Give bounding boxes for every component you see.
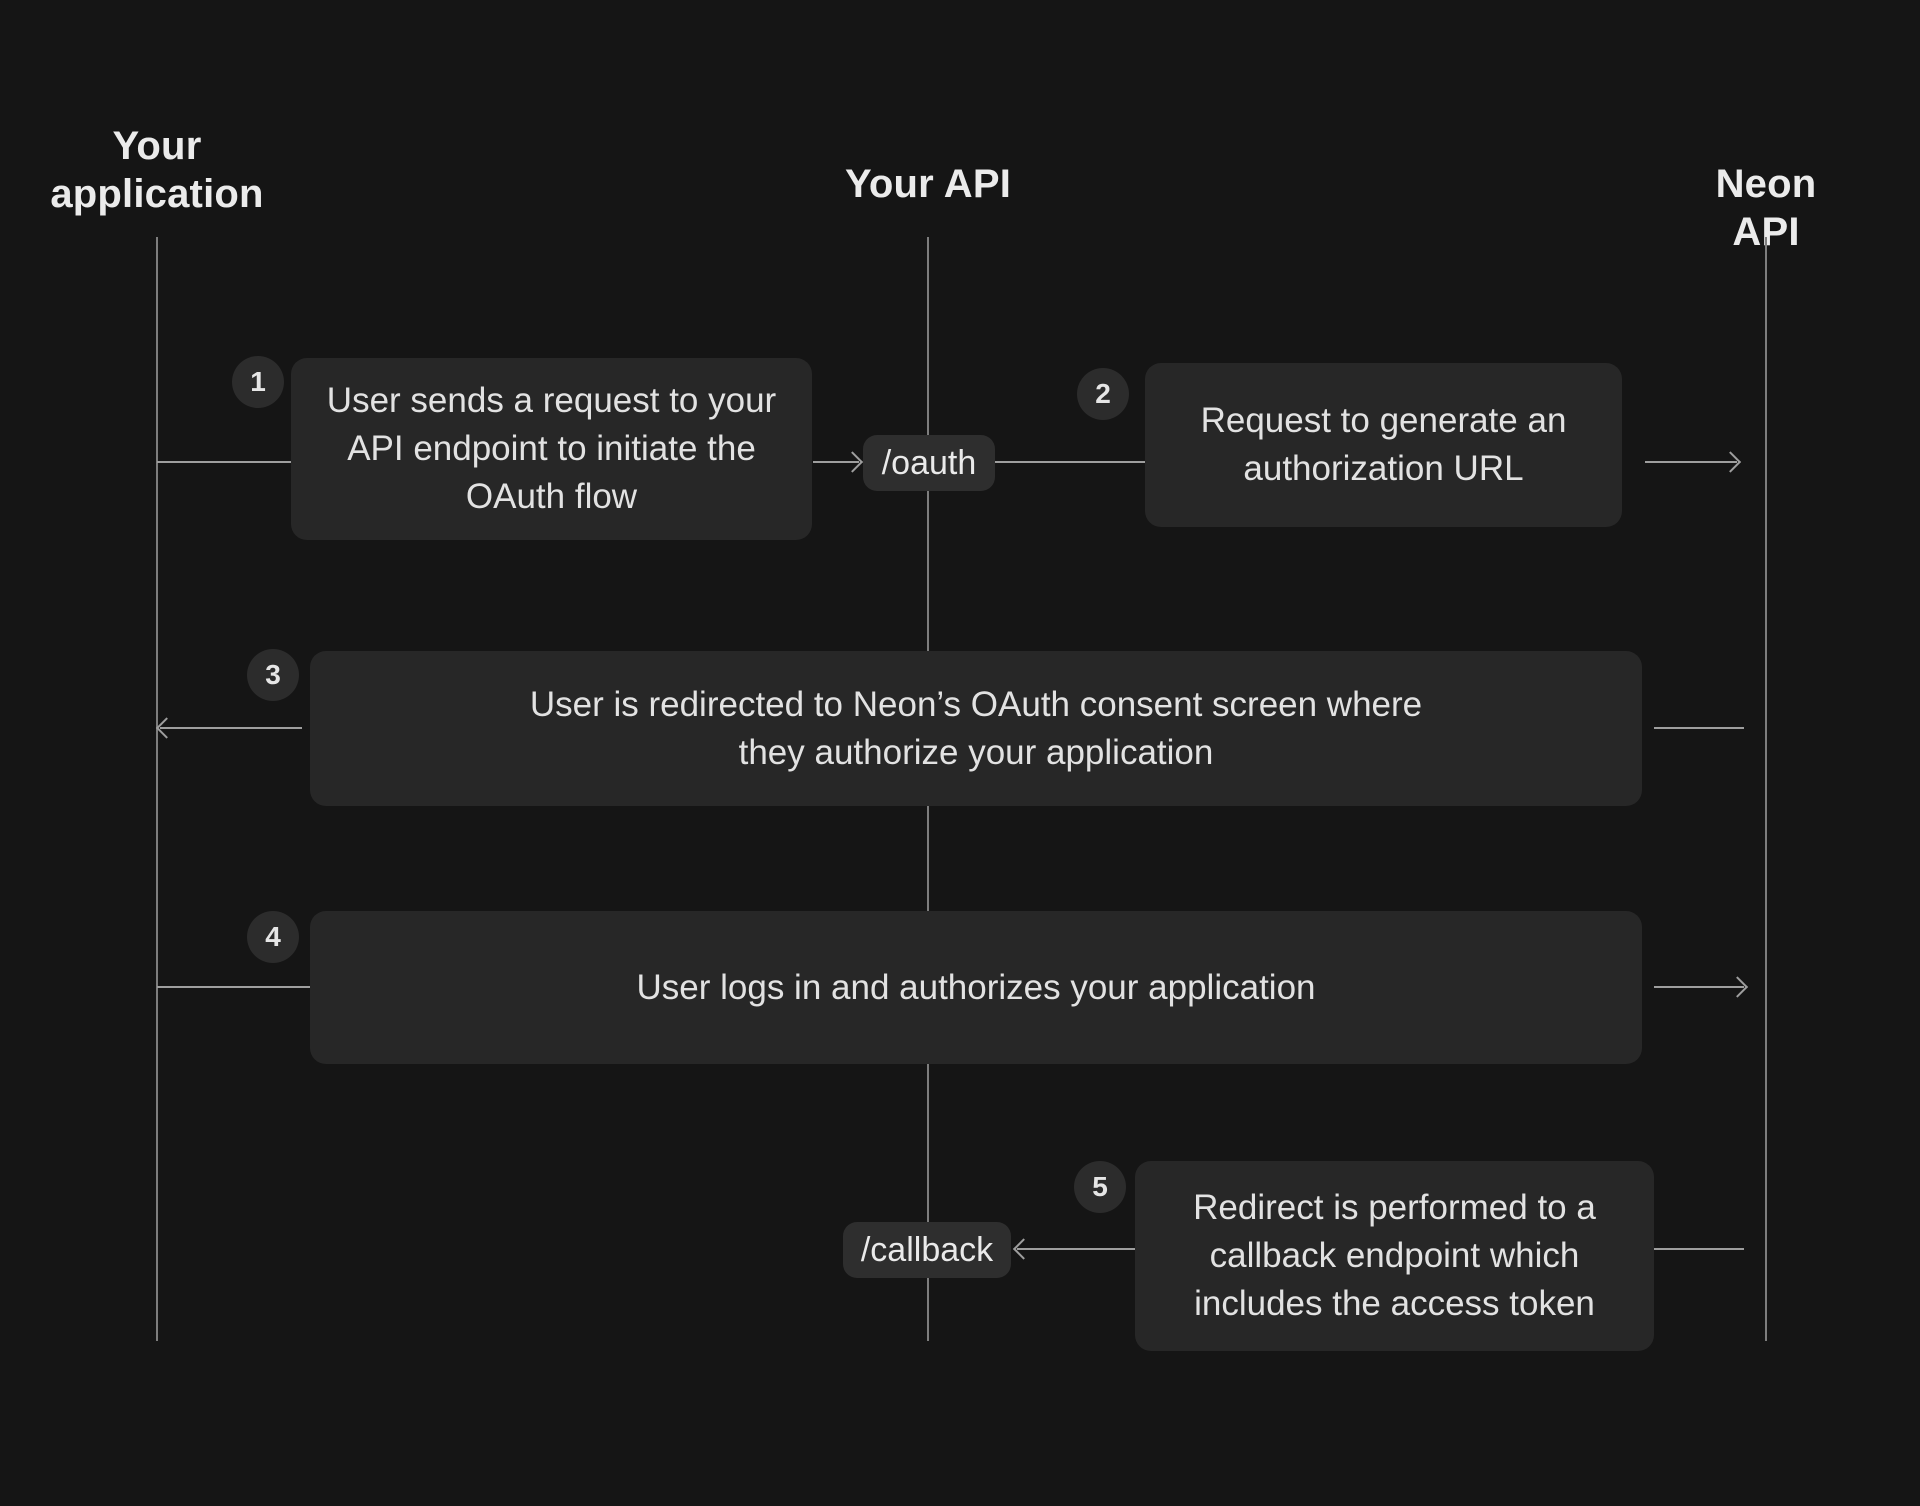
connector-step4-to-neon — [1654, 976, 1749, 998]
actor-label-your-api: Your API — [844, 162, 1012, 206]
lifeline-neon-api — [1765, 237, 1767, 1341]
arrowhead-right-icon — [1719, 451, 1742, 473]
arrowhead-right-icon — [1726, 976, 1749, 998]
step-5-box: Redirect is performed to a callback endp… — [1135, 1161, 1654, 1351]
step-2-box: Request to generate an authorization URL — [1145, 363, 1622, 527]
arrowhead-left-icon — [155, 717, 178, 739]
connector-step5-to-callback — [1012, 1238, 1135, 1260]
actor-label-your-application: Your application — [50, 124, 264, 216]
connector-oauth-to-step2 — [995, 461, 1145, 463]
connector-step3-to-app — [155, 717, 302, 739]
arrowhead-right-icon — [841, 451, 864, 473]
connector-neon-to-step3 — [1654, 727, 1744, 729]
step-3-badge: 3 — [247, 649, 299, 701]
arrowhead-left-icon — [1012, 1238, 1035, 1260]
actor-label-neon-api: Neon API — [1715, 162, 1817, 254]
connector-step1-to-oauth — [813, 451, 864, 473]
step-1-box: User sends a request to your API endpoin… — [291, 358, 812, 540]
step-5-badge: 5 — [1074, 1161, 1126, 1213]
step-2-badge: 2 — [1077, 368, 1129, 420]
lifeline-your-application — [156, 237, 158, 1341]
step-4-box: User logs in and authorizes your applica… — [310, 911, 1642, 1064]
connector-app-to-step1 — [157, 461, 291, 463]
step-3-box: User is redirected to Neon’s OAuth conse… — [310, 651, 1642, 806]
connector-step2-to-neon — [1645, 451, 1742, 473]
endpoint-oauth-pill: /oauth — [863, 435, 995, 491]
endpoint-callback-pill: /callback — [843, 1222, 1011, 1278]
step-4-badge: 4 — [247, 911, 299, 963]
connector-neon-to-step5 — [1654, 1248, 1744, 1250]
connector-app-to-step4 — [157, 986, 310, 988]
step-1-badge: 1 — [232, 356, 284, 408]
